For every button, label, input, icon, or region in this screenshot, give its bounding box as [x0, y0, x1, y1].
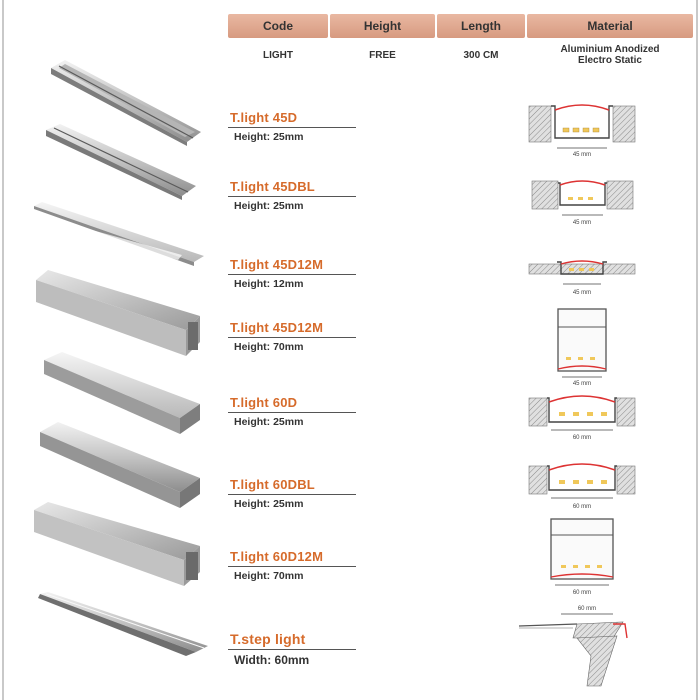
product-dimension: Height: 25mm	[234, 200, 304, 212]
divider	[228, 127, 356, 128]
product-name: T.light 45D12M	[230, 257, 324, 272]
cross-section-45d: 45 mm	[528, 104, 636, 158]
product-dimension: Height: 70mm	[234, 341, 304, 353]
product-name: T.step light	[230, 631, 306, 647]
product-dimension: Height: 70mm	[234, 570, 304, 582]
section-width-label: 60 mm	[578, 606, 596, 612]
product-name: T.light 45DBL	[230, 179, 315, 194]
spec-table-header: Code Height Length Material	[228, 14, 693, 38]
product-label-45d: T.light 45D Height: 25mm	[228, 110, 356, 143]
left-frame-line	[2, 0, 4, 700]
header-material: Material	[527, 14, 693, 38]
product-dimension: Height: 25mm	[234, 131, 304, 143]
profile-photo-step-light	[38, 592, 208, 656]
cross-section-45dbl: 45 mm	[531, 180, 634, 226]
product-name: T.light 60D	[230, 395, 298, 410]
material-line-1: Aluminium Anodized	[560, 44, 660, 55]
section-width-label: 60 mm	[573, 504, 591, 510]
material-line-2: Electro Static	[578, 55, 642, 66]
section-width-label: 60 mm	[573, 435, 591, 441]
product-label-60d: T.light 60D Height: 25mm	[228, 395, 356, 428]
header-length: Length	[437, 14, 525, 38]
spec-table: Code Height Length Material LIGHT FREE 3…	[228, 14, 693, 66]
cross-section-45d12m-70: 45 mm	[557, 308, 607, 387]
value-material: Aluminium Anodized Electro Static	[527, 44, 693, 66]
product-label-45d12m-12: T.light 45D12M Height: 12mm	[228, 257, 356, 290]
section-width-label: 60 mm	[573, 590, 591, 596]
product-label-60dbl: T.light 60DBL Height: 25mm	[228, 477, 356, 510]
cross-section-60dbl: 60 mm	[528, 463, 636, 510]
value-height: FREE	[369, 50, 396, 61]
product-dimension: Height: 25mm	[234, 416, 304, 428]
section-width-label: 45 mm	[573, 290, 591, 296]
right-frame-line	[696, 0, 698, 700]
divider	[228, 412, 356, 413]
product-label-60d12m: T.light 60D12M Height: 70mm	[228, 549, 356, 582]
divider	[228, 196, 356, 197]
spec-table-values: LIGHT FREE 300 CM Aluminium Anodized Ele…	[228, 44, 693, 66]
profile-photo-60d	[44, 352, 200, 434]
profile-photo-45dbl	[46, 124, 196, 200]
value-code: LIGHT	[263, 50, 293, 61]
profile-photo-60dbl	[40, 422, 200, 508]
cross-section-45d12m-12: 45 mm	[528, 260, 636, 296]
profile-photo-45d12m-12	[34, 202, 204, 266]
header-height: Height	[330, 14, 435, 38]
product-label-step-light: T.step light Width: 60mm	[228, 631, 356, 667]
divider	[228, 337, 356, 338]
cross-section-60d: 60 mm	[528, 395, 636, 441]
divider	[228, 494, 356, 495]
section-width-label: 45 mm	[573, 220, 591, 226]
divider	[228, 274, 356, 275]
product-name: T.light 45D	[230, 110, 298, 125]
divider	[228, 649, 356, 650]
product-label-45d12m-70: T.light 45D12M Height: 70mm	[228, 320, 356, 353]
section-width-label: 45 mm	[573, 152, 591, 158]
product-name: T.light 60D12M	[230, 549, 324, 564]
header-code: Code	[228, 14, 328, 38]
product-name: T.light 45D12M	[230, 320, 324, 335]
cross-section-60d12m: 60 mm	[550, 518, 614, 596]
profile-photo-45d12m-70	[36, 270, 200, 356]
product-dimension: Height: 12mm	[234, 278, 304, 290]
product-dimension: Width: 60mm	[234, 653, 310, 667]
product-dimension: Height: 25mm	[234, 498, 304, 510]
profile-photo-45d	[51, 60, 201, 146]
product-name: T.light 60DBL	[230, 477, 315, 492]
product-label-45dbl: T.light 45DBL Height: 25mm	[228, 179, 356, 212]
divider	[228, 566, 356, 567]
cross-section-step-light: 60 mm	[518, 606, 628, 687]
section-width-label: 45 mm	[573, 381, 591, 387]
profile-photo-60d12m	[34, 502, 200, 586]
value-length: 300 CM	[463, 50, 499, 61]
